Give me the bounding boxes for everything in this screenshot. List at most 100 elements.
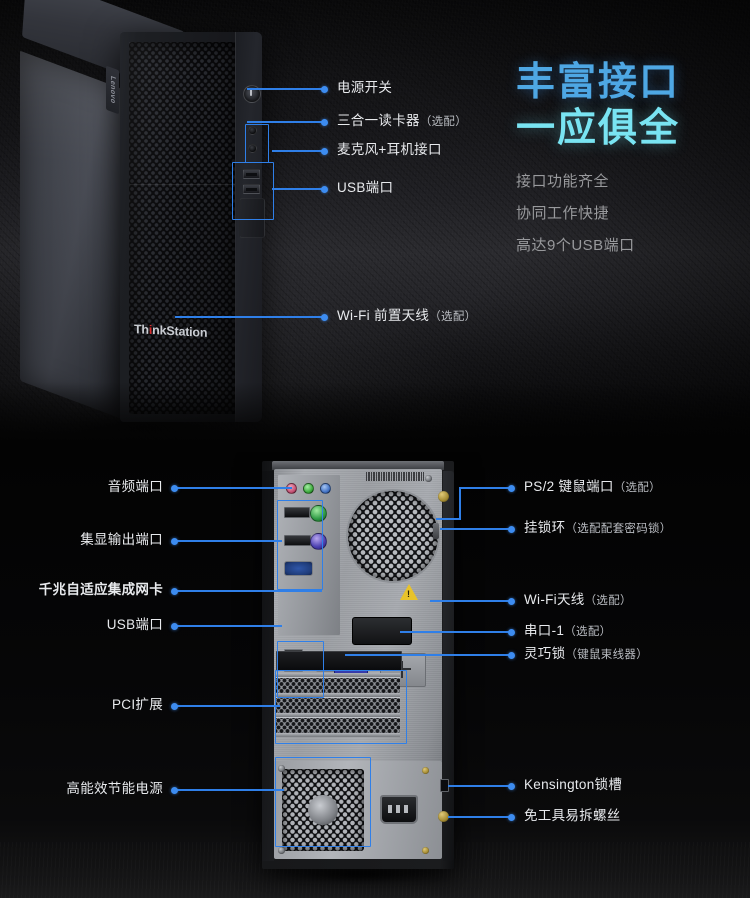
callout-line-psu xyxy=(174,789,284,791)
callout-text-ps2: PS/2 键鼠端口 xyxy=(524,479,614,494)
callout-dot-pci xyxy=(171,702,178,710)
pci-expansion-area xyxy=(276,673,400,749)
thinkstation-tower-rear xyxy=(248,461,472,887)
callout-dot-gigabit-lan xyxy=(171,587,178,595)
lenovo-logo: Lenovo xyxy=(106,65,119,115)
psu-fan-hub xyxy=(308,795,338,825)
callout-line-usb-front xyxy=(272,188,325,190)
callout-label-card-reader: 三合一读卡器（选配） xyxy=(337,114,467,129)
callout-dot-padlock xyxy=(508,525,515,533)
callout-line-ps2 xyxy=(459,487,510,489)
io-port-panel xyxy=(278,475,340,635)
rear-exhaust-fan-grille xyxy=(348,491,438,581)
callout-line-serial xyxy=(400,631,510,633)
callout-label-padlock: 挂锁环（选配配套密码锁） xyxy=(524,521,672,536)
callout-line-igpu-output xyxy=(174,540,282,542)
mesh-shading xyxy=(129,42,237,414)
callout-line-kensington xyxy=(448,785,510,787)
toolless-thumbscrew xyxy=(438,811,449,822)
rear-right-edge xyxy=(443,471,454,861)
callout-dot-card-reader xyxy=(321,118,328,126)
callout-label-audio-ports: 音频端口 xyxy=(0,480,163,495)
pci-divider-3 xyxy=(276,713,400,717)
callout-dot-usb-front xyxy=(321,185,328,193)
callout-line-usb-rear xyxy=(174,625,282,627)
callout-label-serial: 串口-1（选配） xyxy=(524,624,611,639)
screw-top-right xyxy=(425,475,432,482)
pci-divider-1 xyxy=(276,673,400,677)
psu-screw-3 xyxy=(422,767,429,774)
microphone-jack xyxy=(248,126,257,135)
callout-line-audio-ports xyxy=(174,487,292,489)
callout-option-ps2: （选配） xyxy=(613,482,661,494)
callout-dot-power-switch xyxy=(321,85,328,93)
callout-dot-audio-ports xyxy=(171,484,178,492)
callout-label-ps2: PS/2 键鼠端口（选配） xyxy=(524,480,661,495)
padlock-ring xyxy=(433,523,439,539)
headline-subtitle-list: 接口功能齐全 协同工作快捷 高达9个USB端口 xyxy=(516,174,736,253)
front-usb-port-1 xyxy=(243,169,260,179)
callout-line-pci xyxy=(174,705,280,707)
callout-option-card-reader: （选配） xyxy=(419,116,468,128)
front-view-section: ThinkStation Lenovo 电源开关 三合一读卡器（选配） xyxy=(0,0,750,452)
callout-text-power-switch: 电源开关 xyxy=(337,80,393,95)
callout-label-power-switch: 电源开关 xyxy=(337,81,392,96)
callout-line-power-switch xyxy=(247,88,325,90)
callout-option-wifi-front: （选配） xyxy=(429,311,477,323)
callout-dot-mic-headphone xyxy=(321,147,328,155)
callout-dot-ps2 xyxy=(508,484,515,492)
headline-sub-3: 高达9个USB端口 xyxy=(516,237,635,255)
callout-text-kensington: Kensington锁槽 xyxy=(524,777,623,792)
callout-text-toolless: 免工具易拆螺丝 xyxy=(524,808,621,823)
callout-dot-kensington xyxy=(508,782,515,790)
callout-line-card-reader xyxy=(247,121,325,123)
callout-label-usb-rear: USB端口 xyxy=(0,618,163,633)
callout-elbow-ps2-vertical xyxy=(459,487,461,520)
callout-line-gigabit-lan xyxy=(174,590,322,592)
headline-sub-2: 协同工作快捷 xyxy=(516,205,610,223)
callout-label-kensington: Kensington锁槽 xyxy=(524,778,622,793)
callout-dot-serial xyxy=(508,628,515,636)
headline-line-2: 一应俱全 xyxy=(516,107,681,151)
callout-text-pci: PCI扩展 xyxy=(111,697,163,712)
callout-text-wifi-front: Wi-Fi 前置天线 xyxy=(337,308,430,323)
serial-barcode xyxy=(366,472,424,481)
rear-top-lip xyxy=(272,461,444,470)
callout-line-toolless xyxy=(448,816,510,818)
callout-dot-toolless xyxy=(508,813,515,821)
callout-text-psu: 高能效节能电源 xyxy=(66,781,163,796)
callout-label-toolless: 免工具易拆螺丝 xyxy=(524,809,621,824)
callout-label-smart-lock: 灵巧锁（键鼠束线器） xyxy=(524,647,648,662)
callout-label-pci: PCI扩展 xyxy=(0,698,163,713)
callout-line-mic-headphone xyxy=(272,150,325,152)
highlight-box-usb xyxy=(232,162,274,220)
rear-view-section: 音频端口 集显输出端口 千兆自适应集成网卡 USB端口 PCI扩展 高能效节能电… xyxy=(0,452,750,898)
callout-label-mic-headphone: 麦克风+耳机接口 xyxy=(337,143,442,158)
audio-jack-line-in xyxy=(320,483,331,494)
highlight-box-video-out xyxy=(277,500,323,590)
callout-dot-wifi-front xyxy=(321,313,328,321)
callout-text-padlock: 挂锁环 xyxy=(524,520,566,535)
rear-left-edge xyxy=(262,471,274,861)
callout-text-mic-headphone: 麦克风+耳机接口 xyxy=(337,142,442,157)
callout-text-smart-lock: 灵巧锁 xyxy=(524,646,566,661)
callout-option-wifi-rear: （选配） xyxy=(584,595,632,607)
pci-slot-3 xyxy=(276,717,400,735)
callout-label-wifi-rear: Wi-Fi天线（选配） xyxy=(524,593,632,608)
audio-jack-line-out xyxy=(303,483,314,494)
headphone-jack xyxy=(248,144,257,153)
front-panel-cover xyxy=(239,198,265,238)
callout-text-serial: 串口-1 xyxy=(524,623,565,638)
thinkstation-tower-front: ThinkStation Lenovo xyxy=(14,0,300,446)
headline-sub-1: 接口功能齐全 xyxy=(516,173,610,191)
callout-dot-psu xyxy=(171,786,178,794)
callout-label-igpu-output: 集显输出端口 xyxy=(0,533,163,548)
highlight-box-usb-rear xyxy=(277,641,324,698)
front-usb-port-2 xyxy=(243,184,260,194)
callout-label-usb-front: USB端口 xyxy=(337,181,393,196)
callout-line-wifi-rear xyxy=(430,600,510,602)
callout-text-audio-ports: 音频端口 xyxy=(107,479,163,494)
callout-elbow-ps2-lower xyxy=(436,518,460,520)
pci-slot-2 xyxy=(276,697,400,715)
bezel-seam xyxy=(130,184,236,185)
